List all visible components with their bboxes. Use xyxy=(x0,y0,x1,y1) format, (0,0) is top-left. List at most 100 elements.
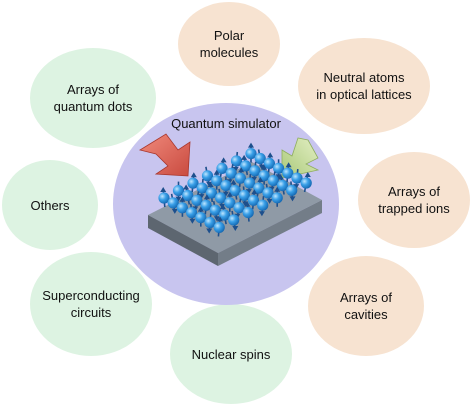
spin-arrow-head xyxy=(213,169,220,175)
atom-sphere xyxy=(225,167,237,179)
spin-arrow-head xyxy=(266,198,273,204)
spin-atom xyxy=(257,196,269,217)
node-trapped-ions: Arrays of trapped ions xyxy=(358,152,470,248)
spin-arrow-head xyxy=(251,176,258,182)
spin-atom xyxy=(209,201,221,222)
spin-atom xyxy=(167,193,179,214)
node-label-line: Neutral atoms xyxy=(323,70,405,85)
atom-sphere xyxy=(258,170,270,182)
spin-arrow-head xyxy=(222,191,229,197)
node-others: Others xyxy=(2,160,98,250)
spin-arrow-head xyxy=(242,201,249,207)
atom-sphere xyxy=(257,199,269,211)
spin-atom xyxy=(228,210,240,231)
spin-arrow-head xyxy=(293,184,300,190)
atom-sphere xyxy=(242,207,254,219)
spin-arrow-head xyxy=(226,191,233,197)
atom-sphere xyxy=(182,189,194,202)
spin-arrow-head xyxy=(274,186,281,192)
spin-arrow-head xyxy=(267,152,274,158)
node-cavities: Arrays of cavities xyxy=(308,256,424,356)
spin-arrow-head xyxy=(190,172,197,178)
atom-sphere xyxy=(282,167,294,179)
atom-sphere xyxy=(204,216,216,229)
spin-atom xyxy=(172,181,185,202)
slab-front xyxy=(148,215,218,266)
spin-arrow-head xyxy=(175,196,182,202)
atom-sphere xyxy=(213,221,225,233)
node-label-line: in optical lattices xyxy=(316,87,412,102)
spin-atom xyxy=(262,183,274,204)
spin-arrow-head xyxy=(257,177,264,182)
atom-sphere xyxy=(200,199,212,211)
atom-sphere xyxy=(263,157,275,169)
red-arrow-icon xyxy=(138,133,191,177)
spin-atom xyxy=(218,204,231,225)
atom-sphere xyxy=(167,197,179,209)
atom-grid xyxy=(158,142,312,237)
atom-sphere xyxy=(276,179,289,192)
atom-sphere xyxy=(201,170,214,182)
node-label-line: Superconducting xyxy=(42,288,140,303)
atom-sphere xyxy=(224,197,236,209)
spin-atom xyxy=(230,151,243,172)
node-label-line: quantum dots xyxy=(53,99,133,114)
node-label-line: Arrays of xyxy=(66,82,119,97)
spin-atom xyxy=(249,161,261,182)
spin-atom xyxy=(273,159,285,180)
spin-arrow-head xyxy=(179,196,186,202)
spin-atom xyxy=(201,166,214,187)
atom-sphere xyxy=(245,148,257,160)
spin-atom xyxy=(253,177,265,198)
atom-sphere xyxy=(254,152,266,165)
atom-sphere xyxy=(186,207,198,219)
spin-arrow-head xyxy=(198,194,205,200)
atom-sphere xyxy=(249,165,261,177)
spin-atom xyxy=(176,196,188,217)
node-superconducting: Superconducting circuits xyxy=(30,252,152,356)
spin-arrow-head xyxy=(277,174,284,180)
center-title: Quantum simulator xyxy=(171,116,281,131)
atom-sphere xyxy=(300,177,312,189)
node-label-line: Polar xyxy=(213,28,245,43)
spin-atom xyxy=(158,187,170,208)
spin-atom xyxy=(245,142,257,163)
spin-arrow-head xyxy=(304,172,311,177)
atom-sphere xyxy=(240,160,252,172)
atom-sphere xyxy=(195,212,207,224)
atom-sphere xyxy=(238,189,250,201)
atom-sphere xyxy=(244,177,256,189)
atom-sphere xyxy=(211,175,223,187)
spin-arrow-head xyxy=(217,216,223,222)
spin-atom xyxy=(286,181,298,202)
spin-arrow-head xyxy=(248,142,254,148)
spin-atom xyxy=(244,174,256,195)
spin-arrow-head xyxy=(244,201,251,207)
spin-arrow-head xyxy=(285,162,292,168)
atom-sphere xyxy=(218,209,231,221)
spin-atom xyxy=(196,179,208,200)
atom-sphere xyxy=(172,185,185,197)
spin-arrow-head xyxy=(197,206,204,212)
spin-atom xyxy=(220,176,232,197)
atom-sphere xyxy=(267,175,279,187)
spin-arrow-head xyxy=(230,179,237,185)
atom-sphere xyxy=(220,180,232,192)
node-label-line: Others xyxy=(30,197,70,213)
node-label-line: trapped ions xyxy=(378,201,450,216)
spin-atom xyxy=(263,152,275,173)
atom-sphere xyxy=(216,162,228,174)
spin-arrow-head xyxy=(203,194,210,200)
atom-sphere xyxy=(176,202,188,214)
atom-sphere xyxy=(230,155,243,167)
spin-arrow-head xyxy=(171,208,178,214)
spin-atom xyxy=(205,182,217,203)
atom-sphere xyxy=(273,162,285,174)
slab-side xyxy=(218,200,322,266)
spin-arrow-head xyxy=(251,189,258,195)
spin-arrow-head xyxy=(241,154,248,160)
spin-arrow-head xyxy=(232,226,239,231)
spin-atom xyxy=(242,201,254,222)
spin-arrow-head xyxy=(289,196,296,202)
